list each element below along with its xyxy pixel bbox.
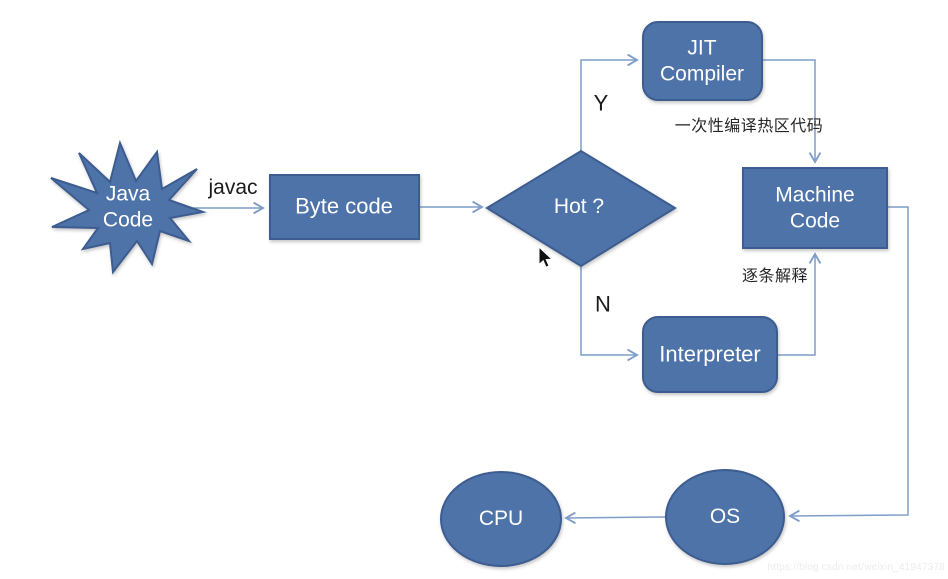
interpreter-label: Interpreter [659,341,761,367]
java-code-label: Java Code [102,182,154,231]
jit-to-machine-edge-label: 一次性编译热区代码 [674,118,824,136]
java-code-node [50,139,207,275]
machine-code-node [742,167,888,249]
byte-code-node [269,174,420,240]
javac-edge-label: javac [208,176,258,200]
connector-hot-no-to-interpreter [580,266,639,362]
jit-compiler-label: JIT Compiler [659,36,745,85]
jit-compiler-node [642,21,763,101]
connector-interpreter-to-machinecode [777,252,822,356]
connector-hot-yes-to-jit [580,53,639,151]
mouse-cursor [538,245,553,268]
os-label: OS [709,505,741,529]
hot-label: Hot ? [553,195,605,219]
connector-jit-to-machinecode [762,59,822,164]
interpreter-to-machine-edge-label: 逐条解释 [741,268,809,286]
cpu-label: CPU [478,507,524,531]
yes-branch-label: Y [593,90,609,116]
connector-machinecode-to-os [788,206,909,523]
watermark: https://blog.csdn.net/weixin_41947378 [767,562,945,573]
connector-os-to-cpu [564,511,667,525]
no-branch-label: N [595,291,611,317]
hot-decision-diamond [485,149,677,268]
byte-code-label: Byte code [295,193,393,219]
cpu-node [440,471,562,567]
interpreter-node [642,316,778,393]
machine-code-label: Machine Code [775,183,855,232]
os-node [665,469,785,565]
